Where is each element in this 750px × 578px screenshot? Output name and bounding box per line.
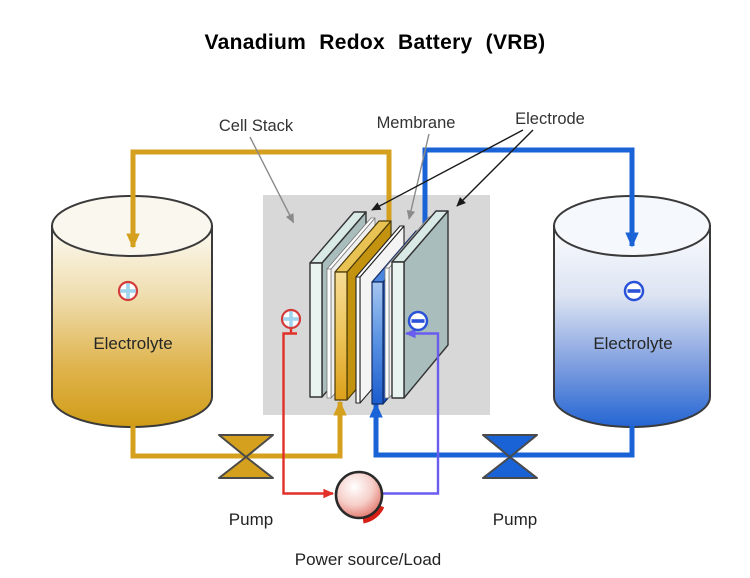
power-source (334, 470, 385, 524)
right-pump-label: Pump (493, 510, 537, 529)
cell-stack-pointer (249, 136, 295, 224)
positive-wire (280, 308, 335, 499)
right-tank-label: Electrolyte (593, 334, 672, 353)
right-tank-body (553, 225, 711, 428)
electrode-pointer-right (456, 129, 534, 207)
negative-terminal-icon (623, 280, 645, 302)
negative-pipe-top (422, 147, 639, 248)
right-pump-valve-icon (482, 434, 538, 479)
positive-electrolyte-loop (126, 149, 392, 459)
power-source-tail (362, 504, 385, 524)
membrane-label: Membrane (377, 114, 456, 132)
left-pump-label: Pump (229, 510, 273, 529)
positive-terminal-icon (117, 280, 139, 302)
negative-electrolyte-loop (369, 147, 639, 458)
positive-pipe-top (126, 149, 392, 249)
power-source-circle (334, 470, 384, 520)
stack-negative-terminal-icon (407, 310, 429, 332)
electrode-pointer-left (371, 129, 524, 211)
stack-positive-terminal-icon (280, 308, 302, 330)
electrode-label: Electrode (515, 110, 585, 128)
left-tank-label: Electrolyte (93, 334, 172, 353)
left-tank-body (51, 225, 213, 428)
power-source-label: Power source/Load (295, 550, 441, 569)
callouts: Cell Stack Membrane Electrode (219, 110, 585, 224)
cell-stack-label: Cell Stack (219, 117, 294, 135)
left-pump-valve-icon (218, 434, 274, 479)
page-title: Vanadium Redox Battery (VRB) (205, 31, 546, 54)
left-electrolyte-tank: Electrolyte (51, 195, 213, 428)
positive-pipe-bottom (130, 400, 347, 459)
membrane-pointer (406, 133, 430, 220)
cell-stack (309, 210, 449, 405)
negative-pipe-bottom (369, 402, 635, 458)
negative-wire (383, 310, 440, 495)
